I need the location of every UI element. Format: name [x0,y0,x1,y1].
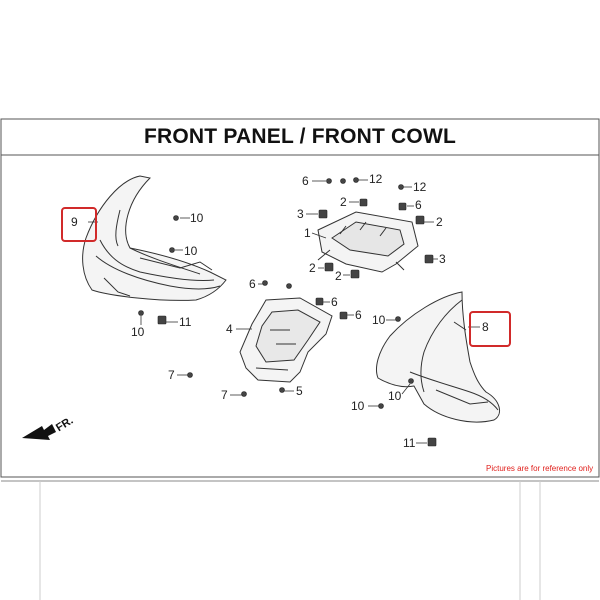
outer-frame [0,118,600,478]
callout-box-8 [469,311,511,347]
part-label-6-c: 6 [249,277,256,291]
part-label-8: 8 [482,320,489,334]
part-label-6-d: 6 [331,295,338,309]
part-label-7-b: 7 [221,388,228,402]
part-label-2-b: 2 [436,215,443,229]
part-4-lower-panel [239,297,333,383]
part-9-left-cowl [82,175,227,301]
part-label-9: 9 [71,215,78,229]
part-label-10-f: 10 [351,399,365,413]
part-label-10-b: 10 [184,244,198,258]
part-label-12-b: 12 [413,180,427,194]
part-label-2-a: 2 [340,195,347,209]
reference-note: Pictures are for reference only [486,464,594,473]
diagram-title: FRONT PANEL / FRONT COWL [144,125,456,148]
leader-lines [88,179,480,444]
part-label-11-a: 11 [179,315,192,329]
part-8-right-cowl [376,291,501,423]
part-label-1: 1 [304,226,311,240]
part-label-6-a: 6 [302,174,309,188]
part-label-6-b: 6 [415,198,422,212]
part-label-11-b: 11 [403,436,416,450]
fasteners [138,177,437,447]
part-label-6-e: 6 [355,308,362,322]
front-direction-arrow [22,424,56,440]
title-bar: FRONT PANEL / FRONT COWL [2,119,598,155]
part-label-2-d: 2 [335,269,342,283]
part-label-10-e: 10 [388,389,402,403]
part-label-4: 4 [226,322,233,336]
part-label-5: 5 [296,384,303,398]
part-label-10-c: 10 [131,325,145,339]
part-label-7-a: 7 [168,368,175,382]
part-label-3-a: 3 [297,207,304,221]
part-label-10-a: 10 [190,211,204,225]
part-label-2-c: 2 [309,261,316,275]
part-label-10-d: 10 [372,313,386,327]
part-label-12-a: 12 [369,172,383,186]
part-label-3-b: 3 [439,252,446,266]
callout-box-9 [61,207,97,242]
part-1-center-panel [317,211,419,273]
